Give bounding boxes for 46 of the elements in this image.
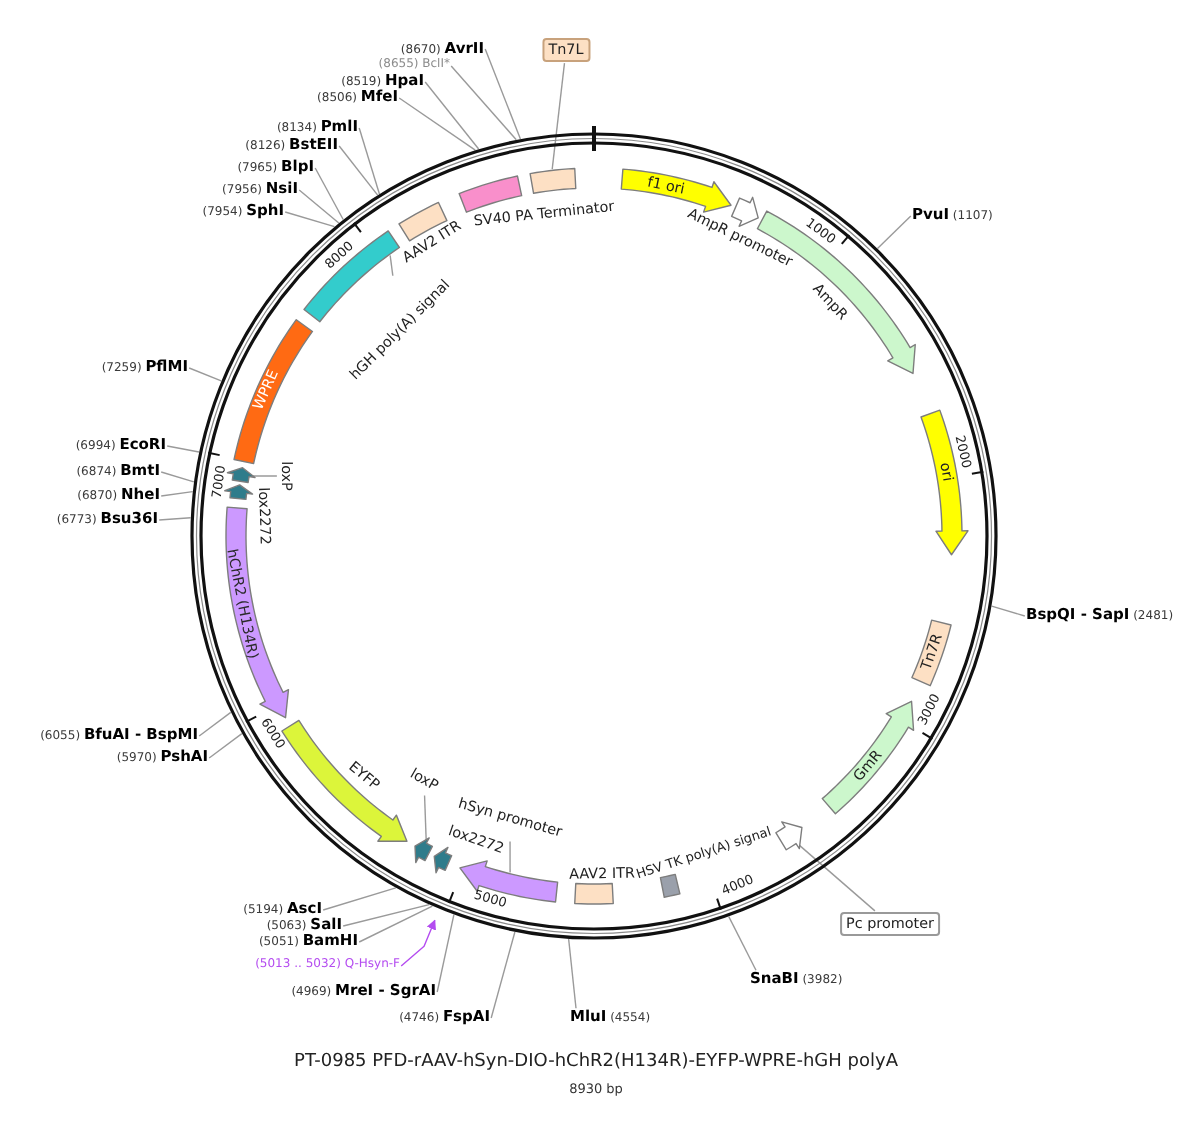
leader-line: [160, 491, 194, 497]
leader-line: [450, 65, 517, 141]
feature-block: [658, 872, 682, 900]
leader-line: [188, 367, 222, 382]
leader-line: [509, 840, 511, 874]
leader-line: [314, 167, 344, 221]
leader-line: [338, 145, 379, 196]
leader-line: [424, 81, 480, 150]
leader-line: [166, 445, 200, 453]
leader-line: [436, 914, 455, 993]
feature-block: [572, 880, 616, 906]
feature-band: [456, 858, 560, 904]
leader-line: [797, 843, 876, 912]
leader-line: [158, 516, 192, 521]
leader-line: [389, 254, 394, 277]
feature-block: [528, 166, 578, 196]
leader-line: [551, 62, 566, 170]
leader-line: [728, 915, 757, 971]
feature-band: [820, 698, 916, 816]
leader-line: [358, 127, 381, 195]
leader-line: [484, 48, 522, 140]
leader-arrow: [400, 919, 436, 967]
leader-line: [990, 605, 1026, 617]
leader-line: [322, 887, 397, 911]
leader-line: [490, 931, 516, 1019]
leader-line: [342, 903, 430, 927]
leader-line: [208, 732, 243, 759]
leader-line: [298, 189, 340, 224]
feature-band: [728, 194, 762, 230]
feature-band: [222, 482, 256, 502]
leader-line: [358, 905, 434, 943]
leader-line: [423, 794, 427, 843]
feature-band: [224, 464, 258, 486]
feature-band: [918, 408, 970, 558]
leader-line: [876, 215, 912, 250]
leader-line: [398, 97, 476, 151]
leader-line: [567, 938, 577, 1009]
leader-line: [284, 211, 336, 228]
plasmid-title: PT-0985 PFD-rAAV-hSyn-DIO-hChR2(H134R)-EYFP-WPRE-hGH polyA: [294, 1054, 898, 1074]
leader-line: [160, 471, 195, 483]
feature-band: [772, 818, 804, 852]
feature-band: [412, 834, 436, 866]
leader-line: [249, 475, 278, 477]
leader-line: [198, 711, 232, 737]
feature-block: [232, 316, 316, 466]
feature-block: [908, 618, 954, 688]
